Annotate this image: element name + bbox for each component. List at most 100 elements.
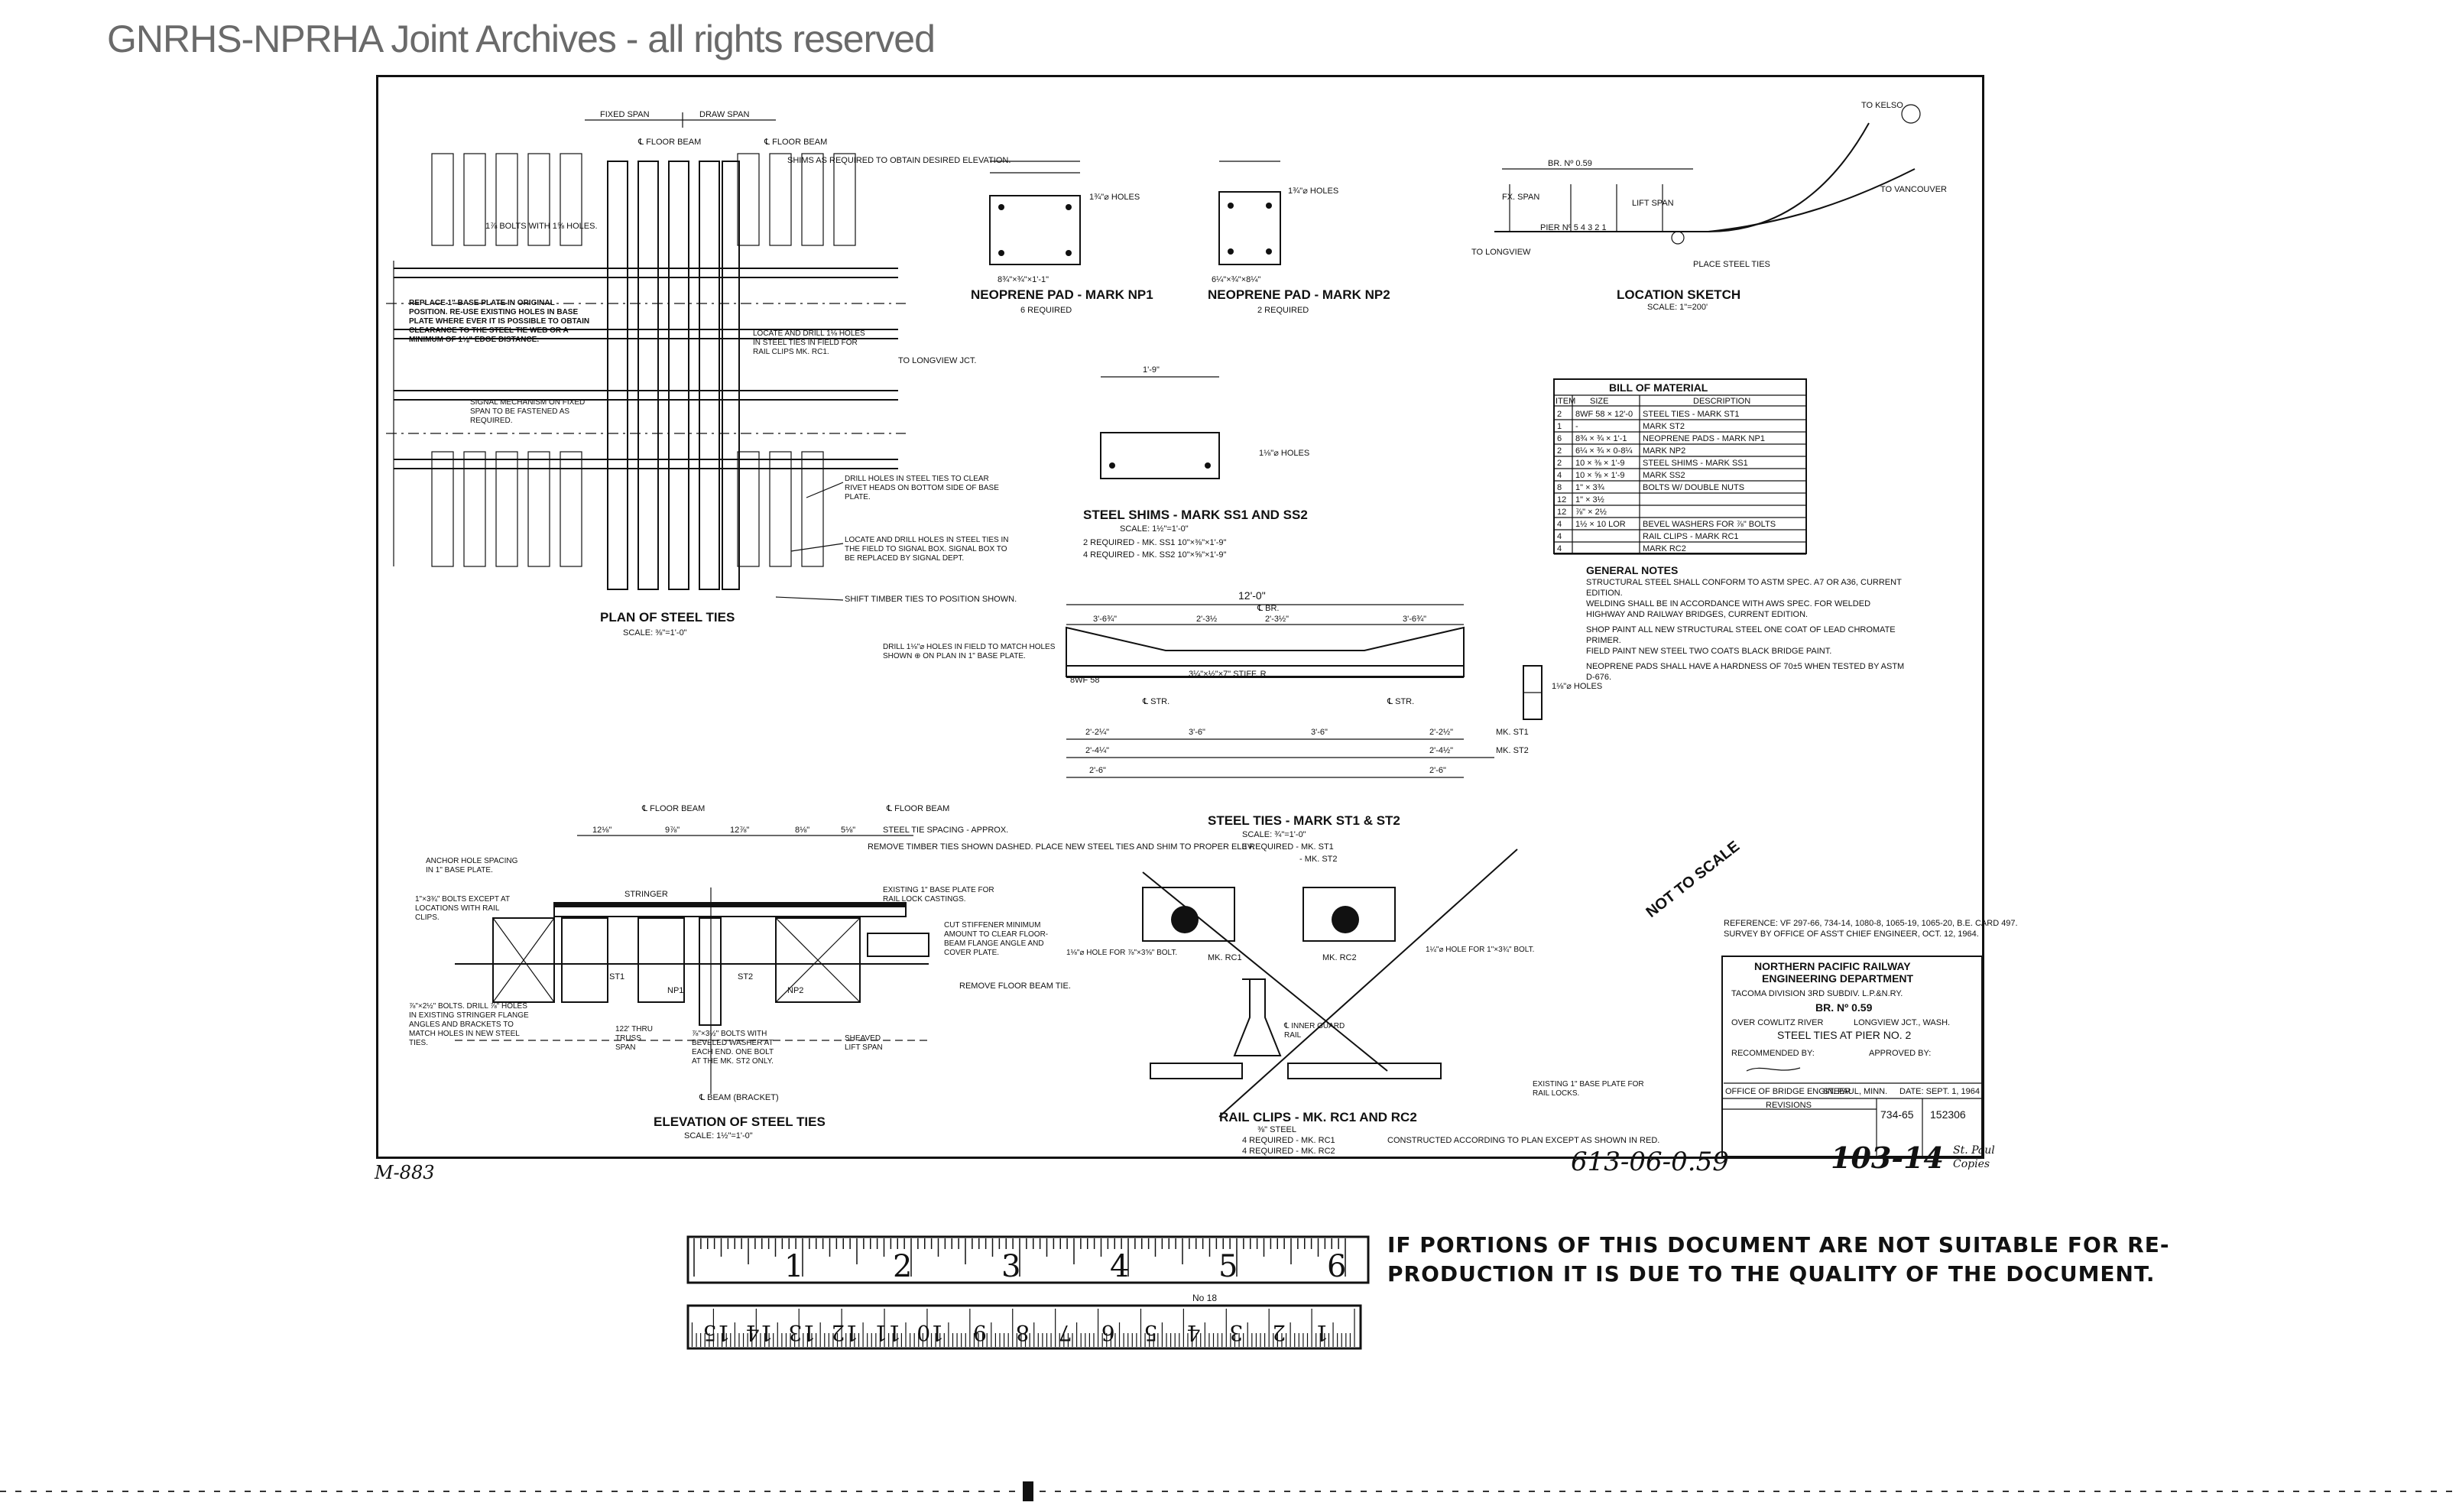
note-5: NEOPRENE PADS SHALL HAVE A HARDNESS OF 7… [1586, 662, 1905, 682]
stamp-line-2: PRODUCTION IT IS DUE TO THE QUALITY OF T… [1387, 1261, 2156, 1286]
bill-cell: 6¼ × ¾ × 0-8¼ [1575, 446, 1633, 456]
clip-req-1: 4 REQUIRED - MK. RC1 [1242, 1136, 1335, 1145]
tb-over: OVER COWLITZ RIVER [1731, 1018, 1823, 1027]
location-to-longview: TO LONGVIEW [1471, 248, 1531, 257]
clip-req-2: 4 REQUIRED - MK. RC2 [1242, 1147, 1335, 1156]
location-fixed-span: FX. SPAN [1502, 193, 1539, 202]
ruler-inch-label: 3 [1001, 1249, 1020, 1284]
bill-of-material: BILL OF MATERIAL ITEM SIZE DESCRIPTION 2… [1553, 378, 1807, 555]
tie-dim-1: 3'-6¾" [1093, 615, 1117, 624]
clip-mk-rc1: MK. RC1 [1208, 953, 1242, 962]
location-lift-span: LIFT SPAN [1632, 199, 1674, 208]
elev-tie-spacing: STEEL TIE SPACING - APPROX. [883, 826, 1008, 835]
np1-required: 6 REQUIRED [1020, 306, 1072, 315]
tie-dim-3: 2'-3½" [1265, 615, 1289, 624]
rail-clips: MK. RC1 MK. RC2 1⅛"⌀ HOLE FOR ⅞"×3⅝" BOL… [1066, 848, 1659, 1156]
elev-existing-plate: EXISTING 1" BASE PLATE FOR RAIL LOCK CAS… [883, 886, 994, 904]
tie-title: STEEL TIES - MARK ST1 & ST2 [1208, 813, 1400, 828]
bill-cell: 1" × 3¾ [1575, 483, 1605, 492]
clip-title: RAIL CLIPS - MK. RC1 AND RC2 [1219, 1110, 1417, 1124]
elev-bolts2-note: ⅞"×3½" BOLTS WITH BEVELED WASHER AT EACH… [692, 1030, 774, 1066]
tie-dim-2: 2'-3½ [1196, 615, 1217, 624]
elev-beam-note: ℄ BEAM (BRACKET) [699, 1093, 779, 1102]
shims-holes-label: 1⅛"⌀ HOLES [1259, 449, 1309, 458]
handwritten-left-mark: M-883 [375, 1162, 435, 1183]
reference-line-2: SURVEY BY OFFICE OF ASS'T CHIEF ENGINEER… [1724, 930, 1979, 939]
tb-dept: ENGINEERING DEPARTMENT [1762, 972, 1914, 985]
elev-dim-3: 12⅞" [730, 826, 749, 835]
ruler-cm-label: 14 [746, 1320, 774, 1345]
bill-header-size: SIZE [1590, 397, 1608, 406]
title-block: REFERENCE: VF 297-66, 734-14, 1080-8, 10… [1721, 919, 2018, 1157]
tie-ctr-left: ℄ STR. [1142, 697, 1169, 706]
bill-cell: 2 [1557, 410, 1562, 419]
bill-cell: - [1575, 422, 1578, 431]
bill-cell: 8WF 58 × 12'-0 [1575, 410, 1633, 419]
bill-cell: MARK SS2 [1643, 471, 1685, 480]
elev-label-stringer: STRINGER [624, 890, 668, 899]
elev-lift-note: SHEAVED LIFT SPAN [845, 1034, 883, 1052]
bill-cell: STEEL SHIMS - MARK SS1 [1643, 459, 1748, 468]
bolts-note: 1⅞ BOLTS WITH 1⅝ HOLES. [485, 222, 598, 231]
ruler-cm-label: 12 [831, 1320, 858, 1345]
elev-dim-4: 8⅛" [795, 826, 809, 835]
bill-title: BILL OF MATERIAL [1609, 381, 1708, 394]
fixed-span-label: FIXED SPAN [600, 110, 650, 119]
neoprene-pads: 1¾"⌀ HOLES 8¾"×¾"×1'-1" NEOPRENE PAD - M… [971, 161, 1390, 315]
archive-watermark: GNRHS-NPRHA Joint Archives - all rights … [107, 18, 936, 60]
shims-req-2: 4 REQUIRED - MK. SS2 10"×⅝"×1'-9" [1083, 550, 1227, 560]
tie-scale: SCALE: ¾"=1'-0" [1242, 830, 1306, 839]
bill-cell: BEVEL WASHERS FOR ⅞" BOLTS [1643, 520, 1776, 529]
bill-cell: 2 [1557, 446, 1562, 456]
handwritten-doc-number: 613-06-0.59 [1571, 1147, 1729, 1177]
drill-note: DRILL HOLES IN STEEL TIES TO CLEAR RIVET… [845, 475, 999, 501]
bill-cell: 8 [1557, 483, 1562, 492]
tie-holes-label: 1⅛"⌀ HOLES [1552, 682, 1602, 691]
ruler-cm-label: 8 [1016, 1320, 1030, 1345]
ruler-cm-label: 4 [1187, 1320, 1201, 1345]
note-1: STRUCTURAL STEEL SHALL CONFORM TO ASTM S… [1586, 578, 1902, 598]
location-title: LOCATION SKETCH [1617, 287, 1740, 302]
np1-holes-label: 1¾"⌀ HOLES [1089, 193, 1140, 202]
ruler-cm-label: 13 [789, 1320, 816, 1345]
reference-line-1: REFERENCE: VF 297-66, 734-14, 1080-8, 10… [1724, 919, 2018, 928]
tie-center-label: ℄ BR. [1257, 604, 1279, 613]
tie-row3-b: 2'-6" [1429, 766, 1446, 775]
bill-cell: 2 [1557, 459, 1562, 468]
not-to-scale-stamp: NOT TO SCALE [1643, 838, 1744, 921]
bill-cell: 1½ × 10 LOR [1575, 520, 1626, 529]
shims-req-1: 2 REQUIRED - MK. SS1 10"×⅜"×1'-9" [1083, 538, 1227, 547]
tie-row2-a: 2'-4¼" [1085, 746, 1109, 755]
np1-dims: 8¾"×¾"×1'-1" [998, 275, 1049, 284]
reproduction-quality-stamp: IF PORTIONS OF THIS DOCUMENT ARE NOT SUI… [1387, 1231, 2169, 1292]
bill-cell: MARK RC2 [1643, 544, 1686, 553]
steel-shims: 1'-9" 1⅛"⌀ HOLES STEEL SHIMS - MARK SS1 … [1083, 365, 1309, 560]
tb-city: ST. PAUL, MINN. [1823, 1087, 1887, 1096]
tb-office: OFFICE OF BRIDGE ENGINEER [1725, 1087, 1851, 1096]
scan-mark [1023, 1481, 1033, 1501]
bill-cell: 4 [1557, 471, 1562, 480]
elev-remove-note: REMOVE TIMBER TIES SHOWN DASHED. PLACE N… [868, 842, 1254, 852]
bill-cell: 6 [1557, 434, 1562, 443]
bill-cell: 12 [1557, 508, 1566, 517]
elev-bolts-note: 1"×3¾" BOLTS EXCEPT AT LOCATIONS WITH RA… [415, 895, 510, 922]
tb-date: DATE: SEPT. 1, 1964 [1899, 1087, 1980, 1096]
elev-dim-1: 12⅛" [592, 826, 612, 835]
elev-label-np1: NP1 [667, 986, 683, 995]
np2-required: 2 REQUIRED [1257, 306, 1309, 315]
tie-section-label: 8WF 58 [1070, 676, 1100, 685]
ruler-inch-label: 4 [1110, 1249, 1129, 1284]
floor-beam-right-label: ℄ FLOOR BEAM [764, 138, 827, 147]
ruler-cm-label: 7 [1059, 1320, 1072, 1345]
clip-constructed: CONSTRUCTED ACCORDING TO PLAN EXCEPT AS … [1387, 1136, 1659, 1145]
ruler-cm-label: 9 [973, 1320, 987, 1345]
note-4: FIELD PAINT NEW STEEL TWO COATS BLACK BR… [1586, 647, 1832, 656]
steel-ties-plan [607, 161, 740, 590]
location-sketch: BR. Nº 0.59 FX. SPAN LIFT SPAN TO LONGVI… [1471, 101, 1947, 312]
bill-header-item: ITEM [1556, 397, 1575, 406]
ruler-inch-label: 5 [1218, 1249, 1238, 1284]
bill-cell: NEOPRENE PADS - MARK NP1 [1643, 434, 1765, 443]
